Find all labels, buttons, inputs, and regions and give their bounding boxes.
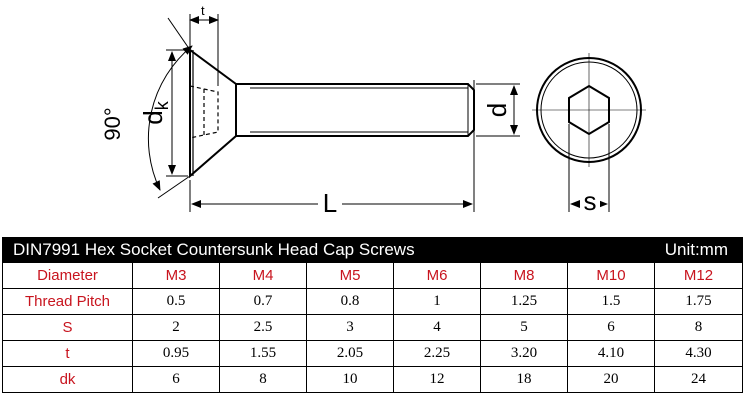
table-cell: 8 (219, 366, 307, 393)
table-cell: 2.05 (306, 340, 394, 367)
angle-dimension (147, 17, 193, 199)
size-header: M8 (480, 262, 568, 289)
table-cell: 24 (654, 366, 743, 393)
table-row-thread-pitch: Thread Pitch 0.5 0.7 0.8 1 1.25 1.5 1.75 (2, 288, 743, 315)
t-label: t (201, 3, 205, 18)
technical-drawing: t 90° dk L (100, 3, 646, 218)
table-cell: 0.95 (132, 340, 220, 367)
length-label: L (323, 188, 337, 218)
table-row-s: S 2 2.5 3 4 5 6 8 (2, 314, 743, 341)
table-cell: 2.5 (219, 314, 307, 341)
table-cell: 4.30 (654, 340, 743, 367)
screw-side-view (189, 48, 475, 179)
table-cell: 0.7 (219, 288, 307, 315)
s-label: s (584, 186, 597, 216)
table-title: DIN7991 Hex Socket Countersunk Head Cap … (2, 237, 568, 263)
table-cell: 3 (306, 314, 394, 341)
size-header: M4 (219, 262, 307, 289)
table-cell: 12 (393, 366, 481, 393)
table-cell: 4 (393, 314, 481, 341)
row-label: Thread Pitch (2, 288, 133, 315)
table-row-dk: dk 6 8 10 12 18 20 24 (2, 366, 743, 393)
dk-dimension (166, 49, 188, 177)
row-label: dk (2, 366, 133, 393)
table-cell: 1.25 (480, 288, 568, 315)
unit-label: Unit:mm (567, 237, 743, 263)
diameter-header: Diameter (2, 262, 133, 289)
table-cell: 0.8 (306, 288, 394, 315)
specification-table: DIN7991 Hex Socket Countersunk Head Cap … (2, 237, 743, 393)
angle-label: 90° (100, 107, 125, 140)
size-header: M10 (567, 262, 655, 289)
table-cell: 2.25 (393, 340, 481, 367)
table-cell: 1 (393, 288, 481, 315)
table-cell: 10 (306, 366, 394, 393)
row-label: t (2, 340, 133, 367)
size-header: M6 (393, 262, 481, 289)
table-cell: 1.55 (219, 340, 307, 367)
size-header: M12 (654, 262, 743, 289)
table-cell: 3.20 (480, 340, 568, 367)
table-title-row: DIN7991 Hex Socket Countersunk Head Cap … (2, 237, 743, 263)
table-cell: 2 (132, 314, 220, 341)
t-dimension (189, 14, 219, 86)
size-header: M5 (306, 262, 394, 289)
table-header-row: Diameter M3 M4 M5 M6 M8 M10 M12 (2, 262, 743, 289)
screw-end-view (532, 53, 646, 167)
table-cell: 6 (132, 366, 220, 393)
table-cell: 6 (567, 314, 655, 341)
table-cell: 20 (567, 366, 655, 393)
table-cell: 1.5 (567, 288, 655, 315)
table-cell: 4.10 (567, 340, 655, 367)
row-label: S (2, 314, 133, 341)
table-cell: 1.75 (654, 288, 743, 315)
table-cell: 8 (654, 314, 743, 341)
d-label: d (482, 103, 512, 117)
table-cell: 18 (480, 366, 568, 393)
dk-label: dk (138, 100, 172, 124)
table-cell: 5 (480, 314, 568, 341)
svg-text:dk: dk (138, 100, 172, 124)
table-cell: 0.5 (132, 288, 220, 315)
size-header: M3 (132, 262, 220, 289)
d-dimension (476, 83, 520, 137)
table-row-t: t 0.95 1.55 2.05 2.25 3.20 4.10 4.30 (2, 340, 743, 367)
